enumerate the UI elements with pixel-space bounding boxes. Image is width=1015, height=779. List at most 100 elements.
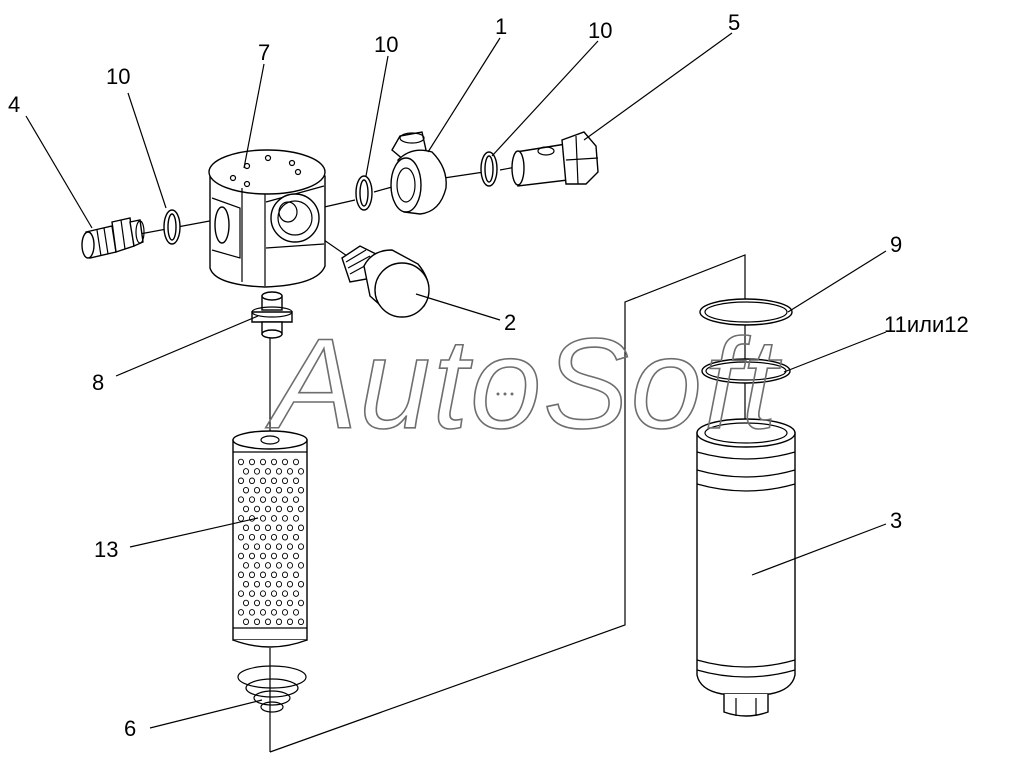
callout-labels: 4 10 7 10 1 10 5 2 8 13 6 9 11или12 3 [8,10,969,741]
perforation-hole [237,496,245,503]
perforation-hole [264,599,272,607]
leader-lines [25,32,887,729]
perforation-hole [292,496,300,503]
fitting-4 [81,217,145,259]
callout-6: 6 [124,716,136,741]
perforation-hole [270,458,278,466]
callout-13: 13 [94,537,118,562]
perforation-hole [286,618,294,626]
callout-10-right: 10 [588,18,612,43]
perforation-hole [264,524,272,532]
perforation-hole [292,515,300,522]
perforation-hole [242,580,250,588]
seal-ring-10-left [163,209,181,245]
perforation-hole [259,496,267,503]
gasket-9 [699,298,793,326]
perforation-hole [253,543,261,550]
perforation-hole [270,477,278,485]
perforation-hole [281,590,289,597]
perforation-hole [237,458,245,466]
perforation-hole [237,590,245,597]
perforation-hole [286,580,294,588]
perforation-hole [292,552,300,560]
seal-ring-10-right [480,151,498,187]
perforation-hole [292,533,300,541]
perforation-hole [286,505,294,513]
perforation-hole [270,590,278,597]
banjo-bolt-5 [511,131,599,187]
nipple-8 [251,291,293,339]
perforation-hole [281,477,289,485]
callout-8: 8 [92,370,104,395]
perforation-hole [270,496,278,503]
perforation-hole [259,477,267,485]
perforation-hole [281,515,289,522]
perforation-hole [270,609,278,616]
perforation-hole [297,486,305,494]
perforation-hole [248,552,256,560]
valve-2 [341,245,430,318]
perforation-hole [259,533,267,541]
perforation-hole [242,524,250,532]
perforation-hole [242,562,250,569]
perforation-hole [253,618,261,626]
perforation-hole [275,599,283,607]
perforation-hole [237,533,245,541]
perforation-hole [259,458,267,466]
perforation-hole [242,599,250,607]
perforation-hole [264,486,272,494]
banjo-fitting-1 [390,131,447,215]
perforation-hole [275,486,283,494]
filter-housing-7 [208,149,326,288]
perforation-hole [253,599,261,607]
perforation-hole [292,609,300,616]
seal-ring-10-middle [355,175,373,211]
perforation-hole [259,609,267,616]
watermark-text: AutoSoft [265,313,781,456]
perforation-hole [286,562,294,569]
perforation-hole [259,571,267,579]
spring-6 [237,665,307,713]
callout-5: 5 [728,10,740,35]
perforation-hole [270,571,278,579]
perforation-holes [237,458,305,626]
perforation-hole [281,552,289,560]
perforation-hole [297,505,305,513]
callout-3: 3 [890,508,902,533]
perforation-hole [237,571,245,579]
perforation-hole [253,486,261,494]
perforation-hole [248,458,256,466]
callout-7: 7 [258,40,270,65]
perforation-hole [264,468,272,475]
perforation-hole [253,505,261,513]
perforation-hole [264,505,272,513]
perforation-hole [275,524,283,532]
perforation-hole [275,468,283,475]
perforation-hole [237,515,245,522]
perforation-hole [248,477,256,485]
perforation-hole [286,524,294,532]
perforation-hole [242,618,250,626]
callout-11-or-12: 11или12 [884,312,969,337]
perforation-hole [286,486,294,494]
perforation-hole [281,571,289,579]
perforation-hole [281,458,289,466]
perforation-hole [253,524,261,532]
perforation-hole [275,562,283,569]
perforation-hole [259,552,267,560]
perforation-hole [281,496,289,503]
perforation-hole [270,533,278,541]
perforation-hole [275,543,283,550]
perforation-hole [297,580,305,588]
perforation-hole [248,609,256,616]
perforation-hole [237,609,245,616]
perforation-hole [248,571,256,579]
perforation-hole [253,468,261,475]
perforation-hole [275,580,283,588]
perforation-hole [259,515,267,522]
perforation-hole [286,543,294,550]
perforation-hole [297,468,305,475]
perforation-hole [292,477,300,485]
perforation-hole [242,543,250,550]
callout-9: 9 [890,232,902,257]
